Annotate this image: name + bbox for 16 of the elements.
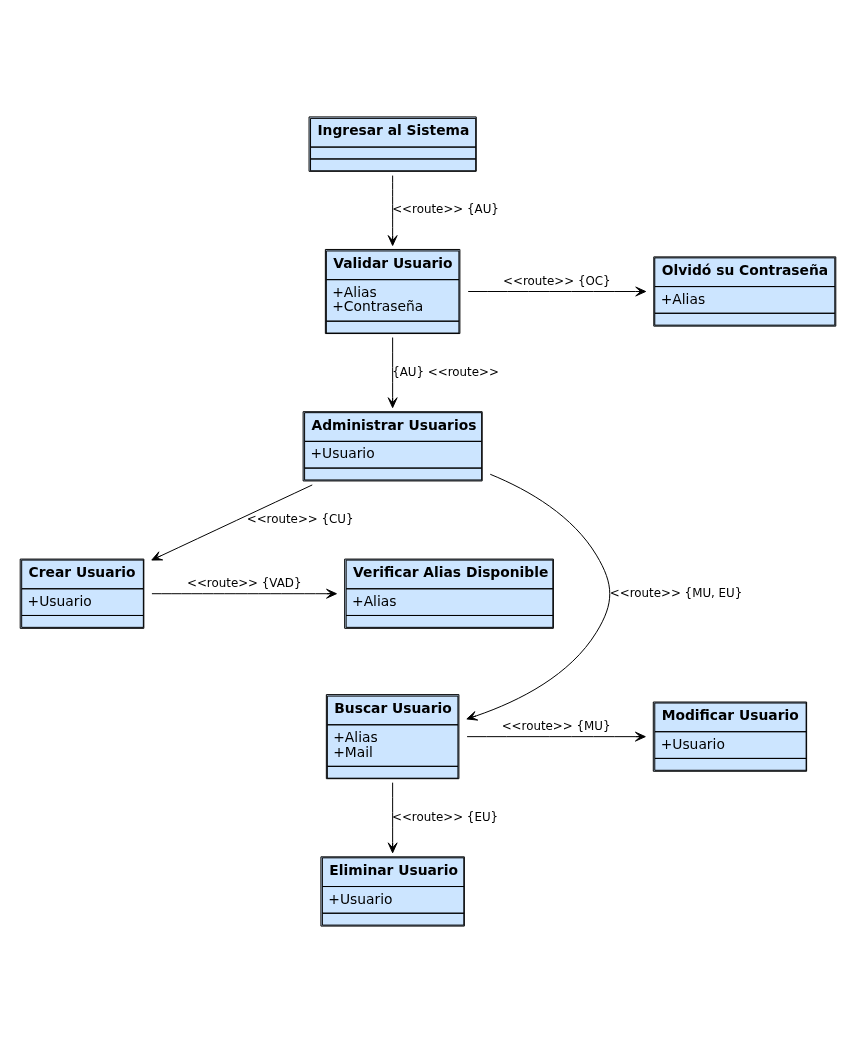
edge-label: <<route>> {OC} [503,274,611,289]
arrow [151,484,313,561]
arrow [467,286,647,297]
arrow [387,337,398,409]
edge-label: <<route>> {AU} [392,202,499,217]
arrow [387,782,398,854]
arrow [387,175,398,246]
edge-label: <<route>> {VAD} [186,576,302,591]
edge-label: <<route>> {MU} [501,719,611,734]
edge-label: <<route>> {EU} [392,809,499,824]
arrow [151,588,337,599]
arrow [466,473,611,721]
edge-label: <<route>> {CU} [246,512,354,527]
edge-label: {AU} <<route>> [392,364,499,379]
arrow [466,731,646,742]
edge-label: <<route>> {MU, EU} [609,585,743,600]
